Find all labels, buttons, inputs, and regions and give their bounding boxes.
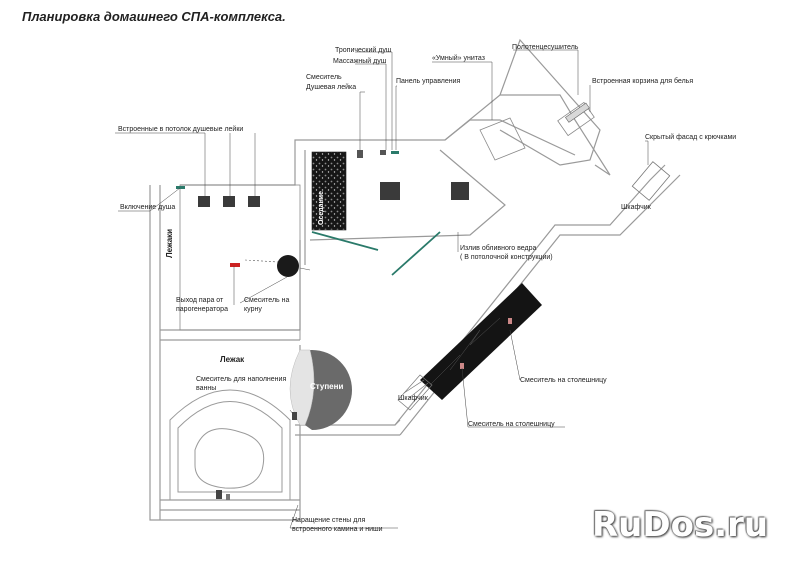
leader-lines	[115, 49, 649, 529]
zone-lounger: Лежак	[220, 355, 245, 364]
toilet	[479, 101, 595, 161]
label-bucket-spout: Излив обливного ведра	[460, 245, 537, 252]
label-bucket-spout-note: ( В потолочной конструкции)	[460, 254, 553, 261]
walls	[149, 38, 681, 521]
cabinet-right	[631, 161, 671, 201]
label-counter-mixer-2: Смеситель на столешницу	[468, 421, 555, 428]
label-counter-mixer-1: Смеситель на столешницу	[520, 377, 607, 384]
cabinet-small	[397, 374, 433, 411]
steam-room	[179, 184, 301, 331]
label-wall-extension-2: встроенного камина и ниши	[292, 526, 383, 533]
label-tap-mixer-2: курну	[244, 306, 262, 313]
label-wall-extension: Наращение стены для	[292, 517, 366, 524]
label-hidden-facade: Скрытый фасад с крючками	[645, 134, 737, 141]
shower-fixtures	[176, 150, 399, 267]
label-laundry-basket: Встроенная корзина для белья	[592, 78, 694, 85]
zone-shower: Оседание	[318, 191, 325, 225]
label-shower-switch: Включение душа	[120, 204, 176, 211]
label-bath-mixer: Смеситель для наполнения	[196, 376, 287, 383]
label-steam-outlet: Выход пара от	[176, 297, 224, 304]
label-ceiling-heads: Встроенные в потолок душевые лейки	[118, 126, 244, 133]
label-steam-outlet-2: парогенератора	[176, 306, 228, 313]
counter-top	[420, 283, 542, 400]
label-towel-warmer: Полотенцесушитель	[512, 44, 579, 51]
zone-loungers: Лежаки	[165, 228, 174, 258]
ceiling-shower-heads	[198, 182, 469, 207]
bath-mixer	[216, 490, 222, 499]
steps	[289, 349, 352, 430]
kurna-basin	[277, 255, 299, 277]
label-tap-mixer: Смеситель на	[244, 297, 290, 304]
label-tropical-shower: Тропический душ	[335, 47, 392, 54]
label-smart-toilet: «Умный» унитаз	[432, 55, 485, 62]
label-massage-shower: Массажный душ	[333, 58, 387, 65]
glass-doors	[311, 231, 441, 276]
label-mixer: Смеситель	[306, 74, 342, 81]
watermark: RuDos.ru	[592, 505, 769, 545]
bathtub	[169, 389, 291, 501]
label-control-panel: Панель управления	[396, 78, 461, 85]
label-shower-head: Душевая лейка	[306, 84, 357, 91]
label-bath-mixer-2: ванны	[196, 385, 217, 392]
laundry-basket	[565, 102, 590, 123]
label-cabinet: Шкафчик	[621, 204, 651, 211]
label-cabinet-small: Шкафчик	[398, 395, 428, 402]
page-title: Планировка домашнего СПА-комплекса.	[22, 9, 286, 24]
zone-steps: Ступени	[310, 382, 344, 391]
shower-column	[311, 151, 347, 231]
